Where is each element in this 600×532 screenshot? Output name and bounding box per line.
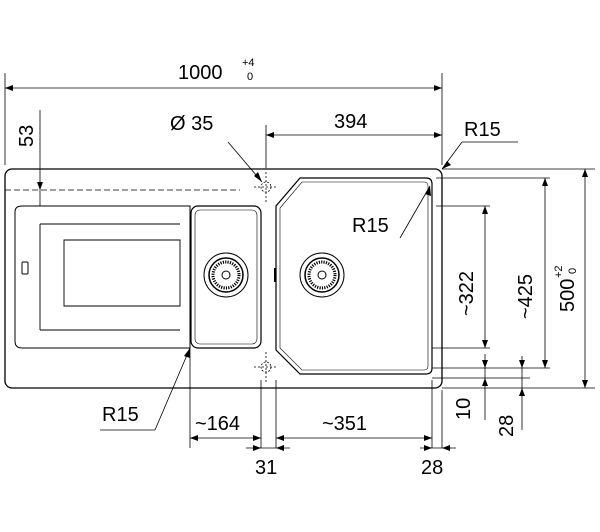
- dim-gap-left: 31: [255, 457, 277, 479]
- main-bowl-inner: [279, 181, 429, 371]
- dim-corner-radius-top: R15: [464, 119, 501, 141]
- drainboard-outline: [14, 205, 191, 349]
- dim-total-depth-tol-minus: 0: [567, 268, 579, 274]
- tap-hole-mark-bottom: [254, 352, 278, 382]
- drain-main-bowl: [299, 252, 345, 298]
- dim-main-bowl-depth: ~322: [456, 271, 478, 316]
- drainboard-ribs: [39, 223, 181, 331]
- dim-total-width-tol-minus: 0: [247, 71, 253, 83]
- dim-bottom-margin-a: 10: [453, 398, 475, 420]
- dimension-lines: [4, 73, 595, 449]
- drainboard-slot: [21, 261, 29, 275]
- main-bowl: [275, 177, 433, 375]
- small-bowl: [190, 205, 262, 349]
- tap-hole-bottom: [260, 361, 272, 373]
- dim-total-depth: 500: [557, 279, 579, 312]
- dim-inner-radius: R15: [352, 215, 389, 237]
- dim-total-depth-tol-plus: +2: [553, 265, 565, 278]
- sink-outline: [4, 168, 443, 389]
- dim-left-offset: 53: [16, 125, 38, 147]
- dim-total-width-tol-plus: +4: [242, 57, 255, 69]
- tap-hole-top: [260, 181, 272, 193]
- drain-small-bowl: [203, 252, 249, 298]
- dim-main-bowl-bottom-width: ~351: [322, 413, 367, 435]
- dim-main-bowl-width: 394: [334, 111, 367, 133]
- dim-total-width: 1000: [178, 62, 223, 84]
- dim-drain-diameter: Ø 35: [170, 113, 213, 135]
- tap-hole-mark-top: [254, 172, 278, 202]
- small-bowl-inner: [194, 209, 258, 345]
- dim-bottom-margin-b: 28: [496, 415, 518, 437]
- dim-gap-right: 28: [421, 457, 443, 479]
- arrowheads: [5, 85, 588, 451]
- dim-total-depth-group: 500 +2 0: [553, 265, 579, 312]
- dim-small-bowl-width: ~164: [195, 413, 240, 435]
- dim-corner-radius-bottom: R15: [102, 404, 139, 426]
- dim-inner-depth: ~425: [515, 274, 537, 319]
